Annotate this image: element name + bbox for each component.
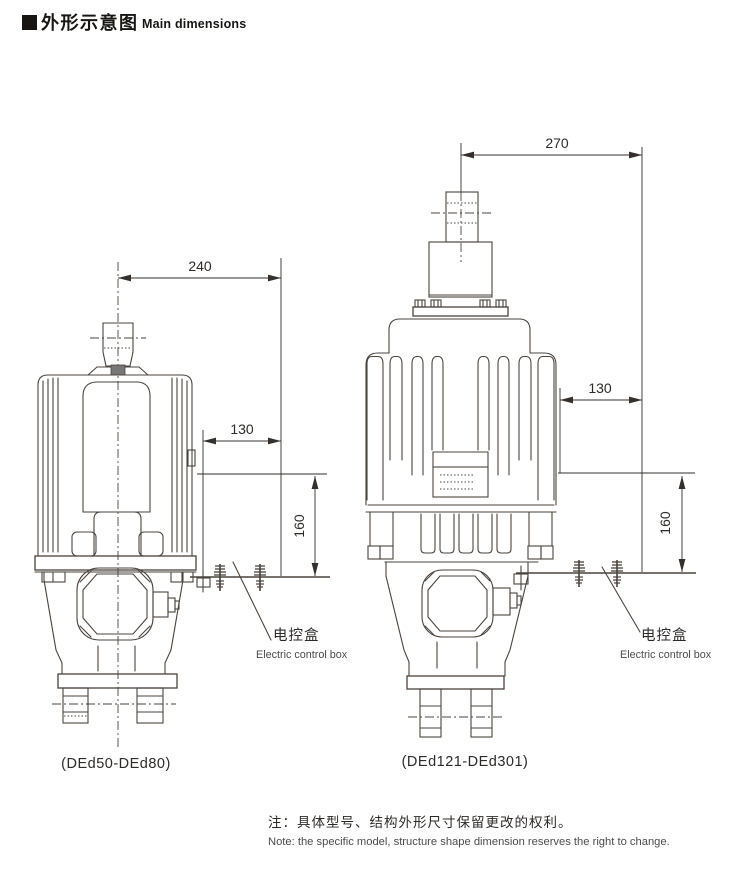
left-dim-240-value: 240 bbox=[188, 258, 212, 274]
right-control-box-label-en: Electric control box bbox=[620, 649, 712, 661]
left-flange bbox=[34, 555, 197, 583]
note-zh: 注：具体型号、结构外形尺寸保留更改的权利。 bbox=[268, 814, 573, 830]
left-lower-body bbox=[43, 567, 184, 675]
right-control-box-bracket bbox=[513, 559, 696, 591]
section-marker-icon bbox=[22, 15, 37, 30]
right-dim-160-value: 160 bbox=[657, 511, 673, 535]
left-control-box-label-zh: 电控盒 bbox=[273, 627, 320, 644]
right-top-plate bbox=[412, 299, 509, 317]
left-control-box-bracket bbox=[190, 563, 330, 593]
left-junction-cover bbox=[76, 567, 154, 641]
right-lower-body bbox=[385, 561, 529, 677]
left-dim-130-value: 130 bbox=[230, 421, 254, 437]
left-dim-130: 130 bbox=[203, 421, 281, 445]
left-motor-housing bbox=[37, 374, 196, 557]
right-mounting-fork bbox=[406, 675, 505, 738]
right-device-caption: (DEd121-DEd301) bbox=[402, 754, 529, 770]
right-junction-cover bbox=[421, 569, 494, 638]
right-control-box-leader bbox=[601, 566, 641, 633]
right-dim-130-value: 130 bbox=[588, 380, 612, 396]
right-cable-gland bbox=[492, 587, 511, 616]
left-dim-160: 160 bbox=[291, 476, 319, 576]
footnote: 注：具体型号、结构外形尺寸保留更改的权利。 Note: the specific… bbox=[268, 814, 670, 848]
page-title-en: Main dimensions bbox=[142, 17, 246, 31]
right-dim-160: 160 bbox=[657, 476, 686, 572]
right-motor-housing bbox=[365, 318, 557, 513]
left-dimensions: 240 130 160 电控盒 Electric control box (DE… bbox=[61, 258, 348, 772]
left-dim-160-value: 160 bbox=[291, 514, 307, 538]
left-dim-240: 240 bbox=[118, 258, 281, 282]
left-device-caption: (DEd50-DEd80) bbox=[61, 756, 171, 772]
left-cable-gland bbox=[152, 591, 169, 618]
page-header: 外形示意图 Main dimensions bbox=[22, 12, 246, 33]
note-en: Note: the specific model, structure shap… bbox=[268, 836, 670, 848]
right-control-box-label-zh: 电控盒 bbox=[641, 627, 688, 644]
right-nameplate bbox=[432, 466, 489, 498]
right-dim-270-value: 270 bbox=[545, 135, 569, 151]
right-dimensions: 270 130 160 电控盒 Electric control box (DE… bbox=[402, 135, 712, 770]
right-brake-band bbox=[367, 511, 554, 563]
page-title-zh: 外形示意图 bbox=[41, 12, 139, 33]
right-dim-130: 130 bbox=[560, 380, 642, 404]
left-mounting-fork bbox=[52, 673, 178, 724]
left-device-drawing bbox=[34, 262, 197, 748]
left-control-box-label-en: Electric control box bbox=[256, 649, 348, 661]
right-device-drawing bbox=[365, 143, 557, 738]
left-control-box-leader bbox=[232, 561, 272, 641]
right-piston-rod bbox=[428, 191, 493, 298]
right-dim-270: 270 bbox=[461, 135, 642, 159]
